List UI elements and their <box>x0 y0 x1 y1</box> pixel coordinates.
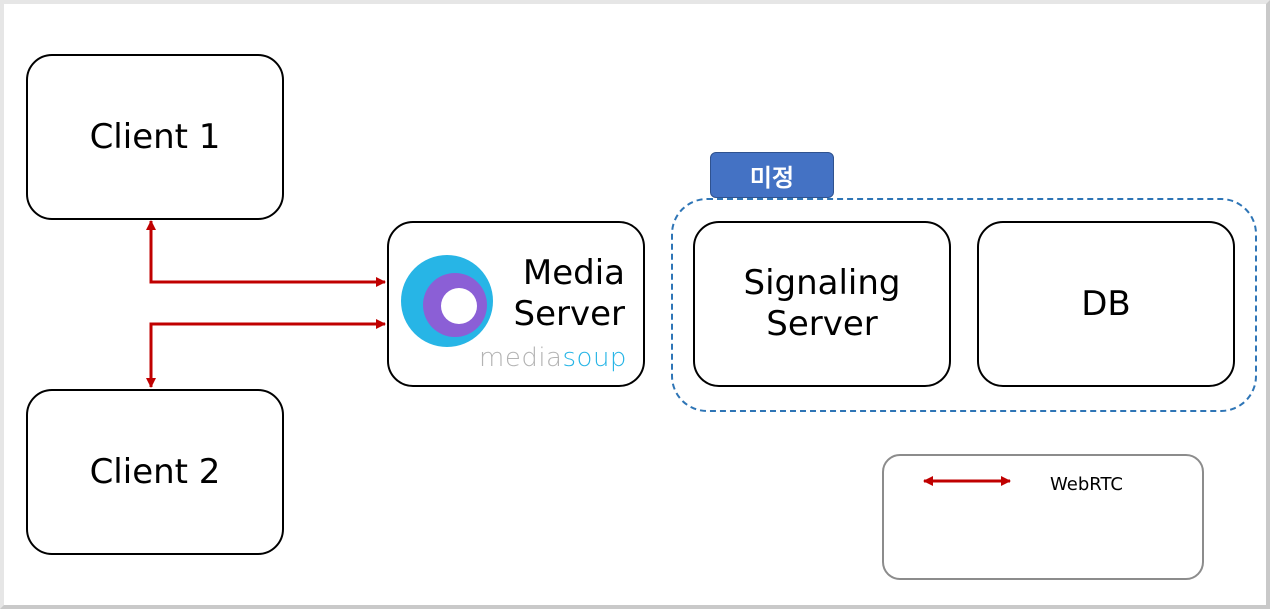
mediasoup-wordmark: mediasoup <box>479 343 627 373</box>
group-tag: 미정 <box>710 152 834 198</box>
webrtc-arrow-client2 <box>146 319 386 388</box>
client-2-label: Client 2 <box>89 451 221 492</box>
legend-webrtc-label: WebRTC <box>1050 474 1123 495</box>
signaling-server-box: Signaling Server <box>693 221 951 387</box>
client-1-label: Client 1 <box>89 116 221 157</box>
undecided-group <box>671 198 1257 412</box>
db-label: DB <box>1081 283 1131 324</box>
client-1-box: Client 1 <box>26 54 284 220</box>
connection-arrows <box>146 220 1011 486</box>
logo-text-soup: soup <box>562 343 627 373</box>
client-2-box: Client 2 <box>26 389 284 555</box>
logo-text-media: media <box>479 343 563 373</box>
webrtc-arrow-client1 <box>146 220 386 287</box>
media-server-box: Media Server mediasoup <box>387 221 645 387</box>
media-server-label: Media Server <box>513 253 626 334</box>
legend-box: WebRTC <box>882 454 1204 580</box>
db-box: DB <box>977 221 1235 387</box>
signaling-server-label: Signaling Server <box>743 263 901 344</box>
mediasoup-logo-icon <box>401 255 493 347</box>
